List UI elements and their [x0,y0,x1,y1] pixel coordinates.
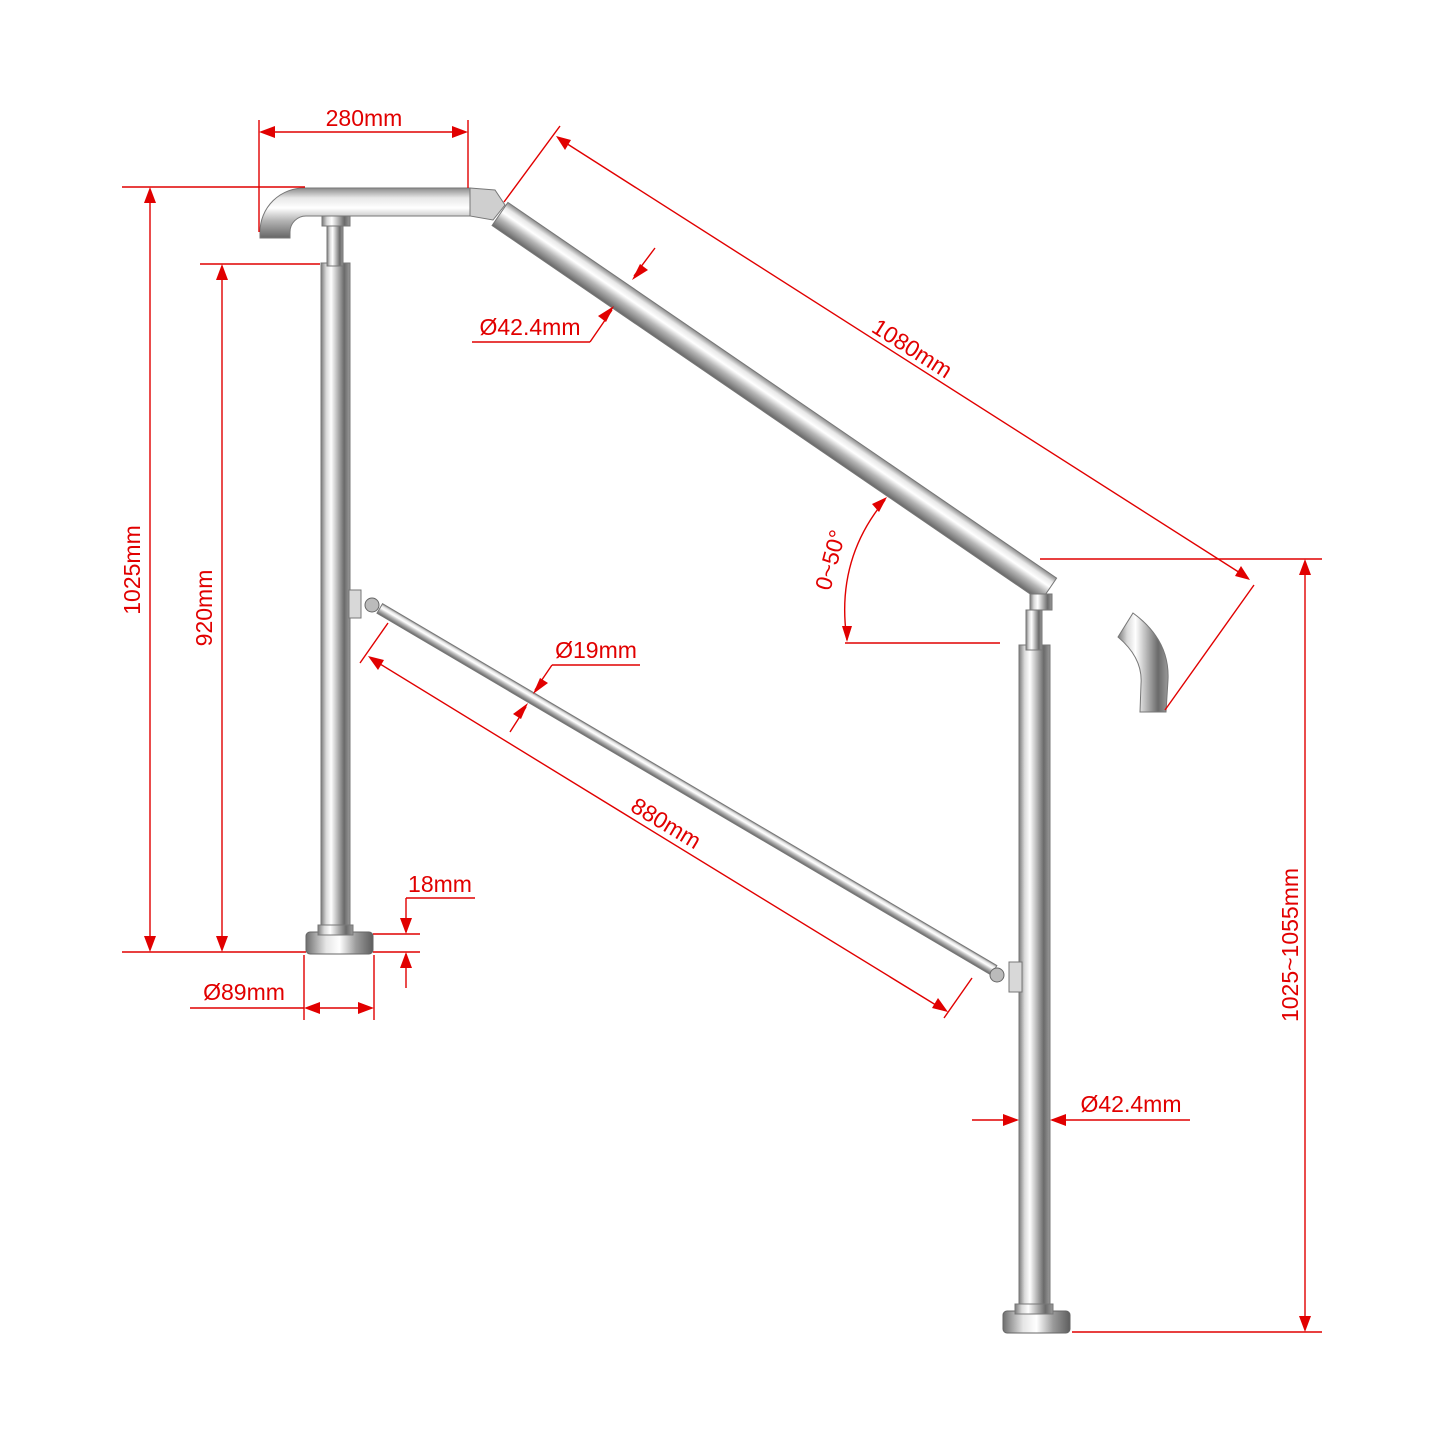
label-base-diameter: Ø89mm [203,979,285,1005]
right-base-collar [1014,1303,1054,1315]
brace-bracket-bottom [1008,961,1023,993]
label-post-height: 920mm [191,570,217,647]
label-base-thickness: 18mm [408,871,472,897]
label-brace-diameter: Ø19mm [555,637,637,663]
label-total-height-right: 1025~1055mm [1277,868,1303,1022]
sloped-rail [491,201,1058,602]
diagonal-brace [376,603,998,976]
left-post-connector [326,225,344,267]
label-top-width: 280mm [326,105,403,131]
right-post-cap [1029,593,1053,611]
top-rail [259,187,471,239]
label-post-diameter: Ø42.4mm [1081,1091,1182,1117]
label-angle: 0~50° [810,527,851,593]
label-rail-diameter: Ø42.4mm [480,314,581,340]
right-post-connector [1025,609,1043,651]
label-rail-length: 1080mm [868,313,957,383]
left-post [320,262,351,934]
dimension-lines [122,120,1322,1333]
dimension-labels: 280mm 1080mm Ø42.4mm 0~50° 1025mm 920mm … [119,105,1303,1117]
rail-joint [469,187,506,221]
label-total-height-left: 1025mm [119,525,145,614]
brace-bracket-top [348,589,362,619]
right-post [1018,644,1051,1316]
brace-bolt-top [364,597,380,613]
handrail-structure [259,187,1169,1334]
left-base-collar [317,924,354,936]
rail-end-curve [1117,612,1169,713]
brace-bolt-bottom [989,967,1005,983]
